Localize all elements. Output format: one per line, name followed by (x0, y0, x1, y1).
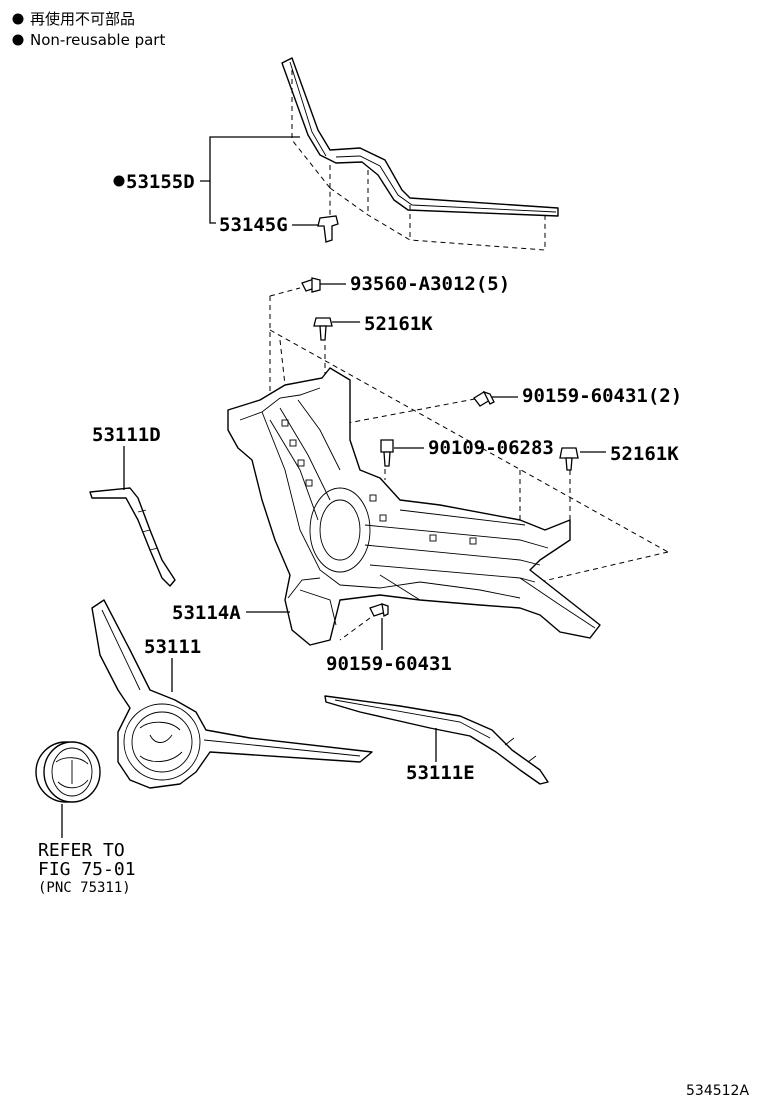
legend-japanese: 再使用不可部品 (30, 10, 135, 28)
part-90159-bolt (369, 603, 389, 617)
emblem-reference (35, 741, 101, 803)
figure-id: 534512A (686, 1083, 749, 1099)
part-53111E-molding (324, 695, 549, 785)
part-52161K-top (313, 317, 333, 341)
part-90109-bolt (380, 439, 394, 467)
legend-english: Non-reusable part (30, 31, 165, 49)
label-53111: 53111 (144, 636, 201, 658)
legend: 再使用不可部品 Non-reusable part (12, 10, 165, 49)
part-53145G-clip (317, 215, 339, 243)
leader-53145G (209, 181, 216, 224)
part-53111D-molding (89, 487, 176, 587)
label-53111D: 53111D (92, 424, 161, 446)
label-52161K-right: 52161K (610, 443, 679, 465)
leader-53155D (200, 136, 300, 182)
part-52161K-right (559, 447, 579, 471)
part-53114A-grille-body (227, 367, 601, 646)
part-93560-screw (301, 277, 321, 293)
label-52161K-top: 52161K (364, 313, 433, 335)
reference-line-1: REFER TO (38, 840, 125, 861)
label-90159-2: 90159-60431(2) (522, 385, 682, 407)
part-53111-grille (91, 599, 373, 789)
non-reusable-bullet-icon (12, 34, 24, 46)
label-53155D: 53155D (126, 171, 195, 193)
label-93560: 93560-A3012(5) (350, 273, 510, 295)
non-reusable-bullet-icon (113, 175, 125, 187)
part-53155D-molding (281, 57, 559, 251)
part-90159-bolt-pair (473, 390, 495, 407)
label-53145G: 53145G (219, 214, 288, 236)
reference-line-2: FIG 75-01 (38, 859, 136, 880)
label-90159: 90159-60431 (326, 653, 452, 675)
reference-line-3: (PNC 75311) (38, 880, 131, 896)
label-53114A: 53114A (172, 602, 241, 624)
label-53111E: 53111E (406, 762, 475, 784)
non-reusable-bullet-icon (12, 13, 24, 25)
label-90109: 90109-06283 (428, 437, 554, 459)
